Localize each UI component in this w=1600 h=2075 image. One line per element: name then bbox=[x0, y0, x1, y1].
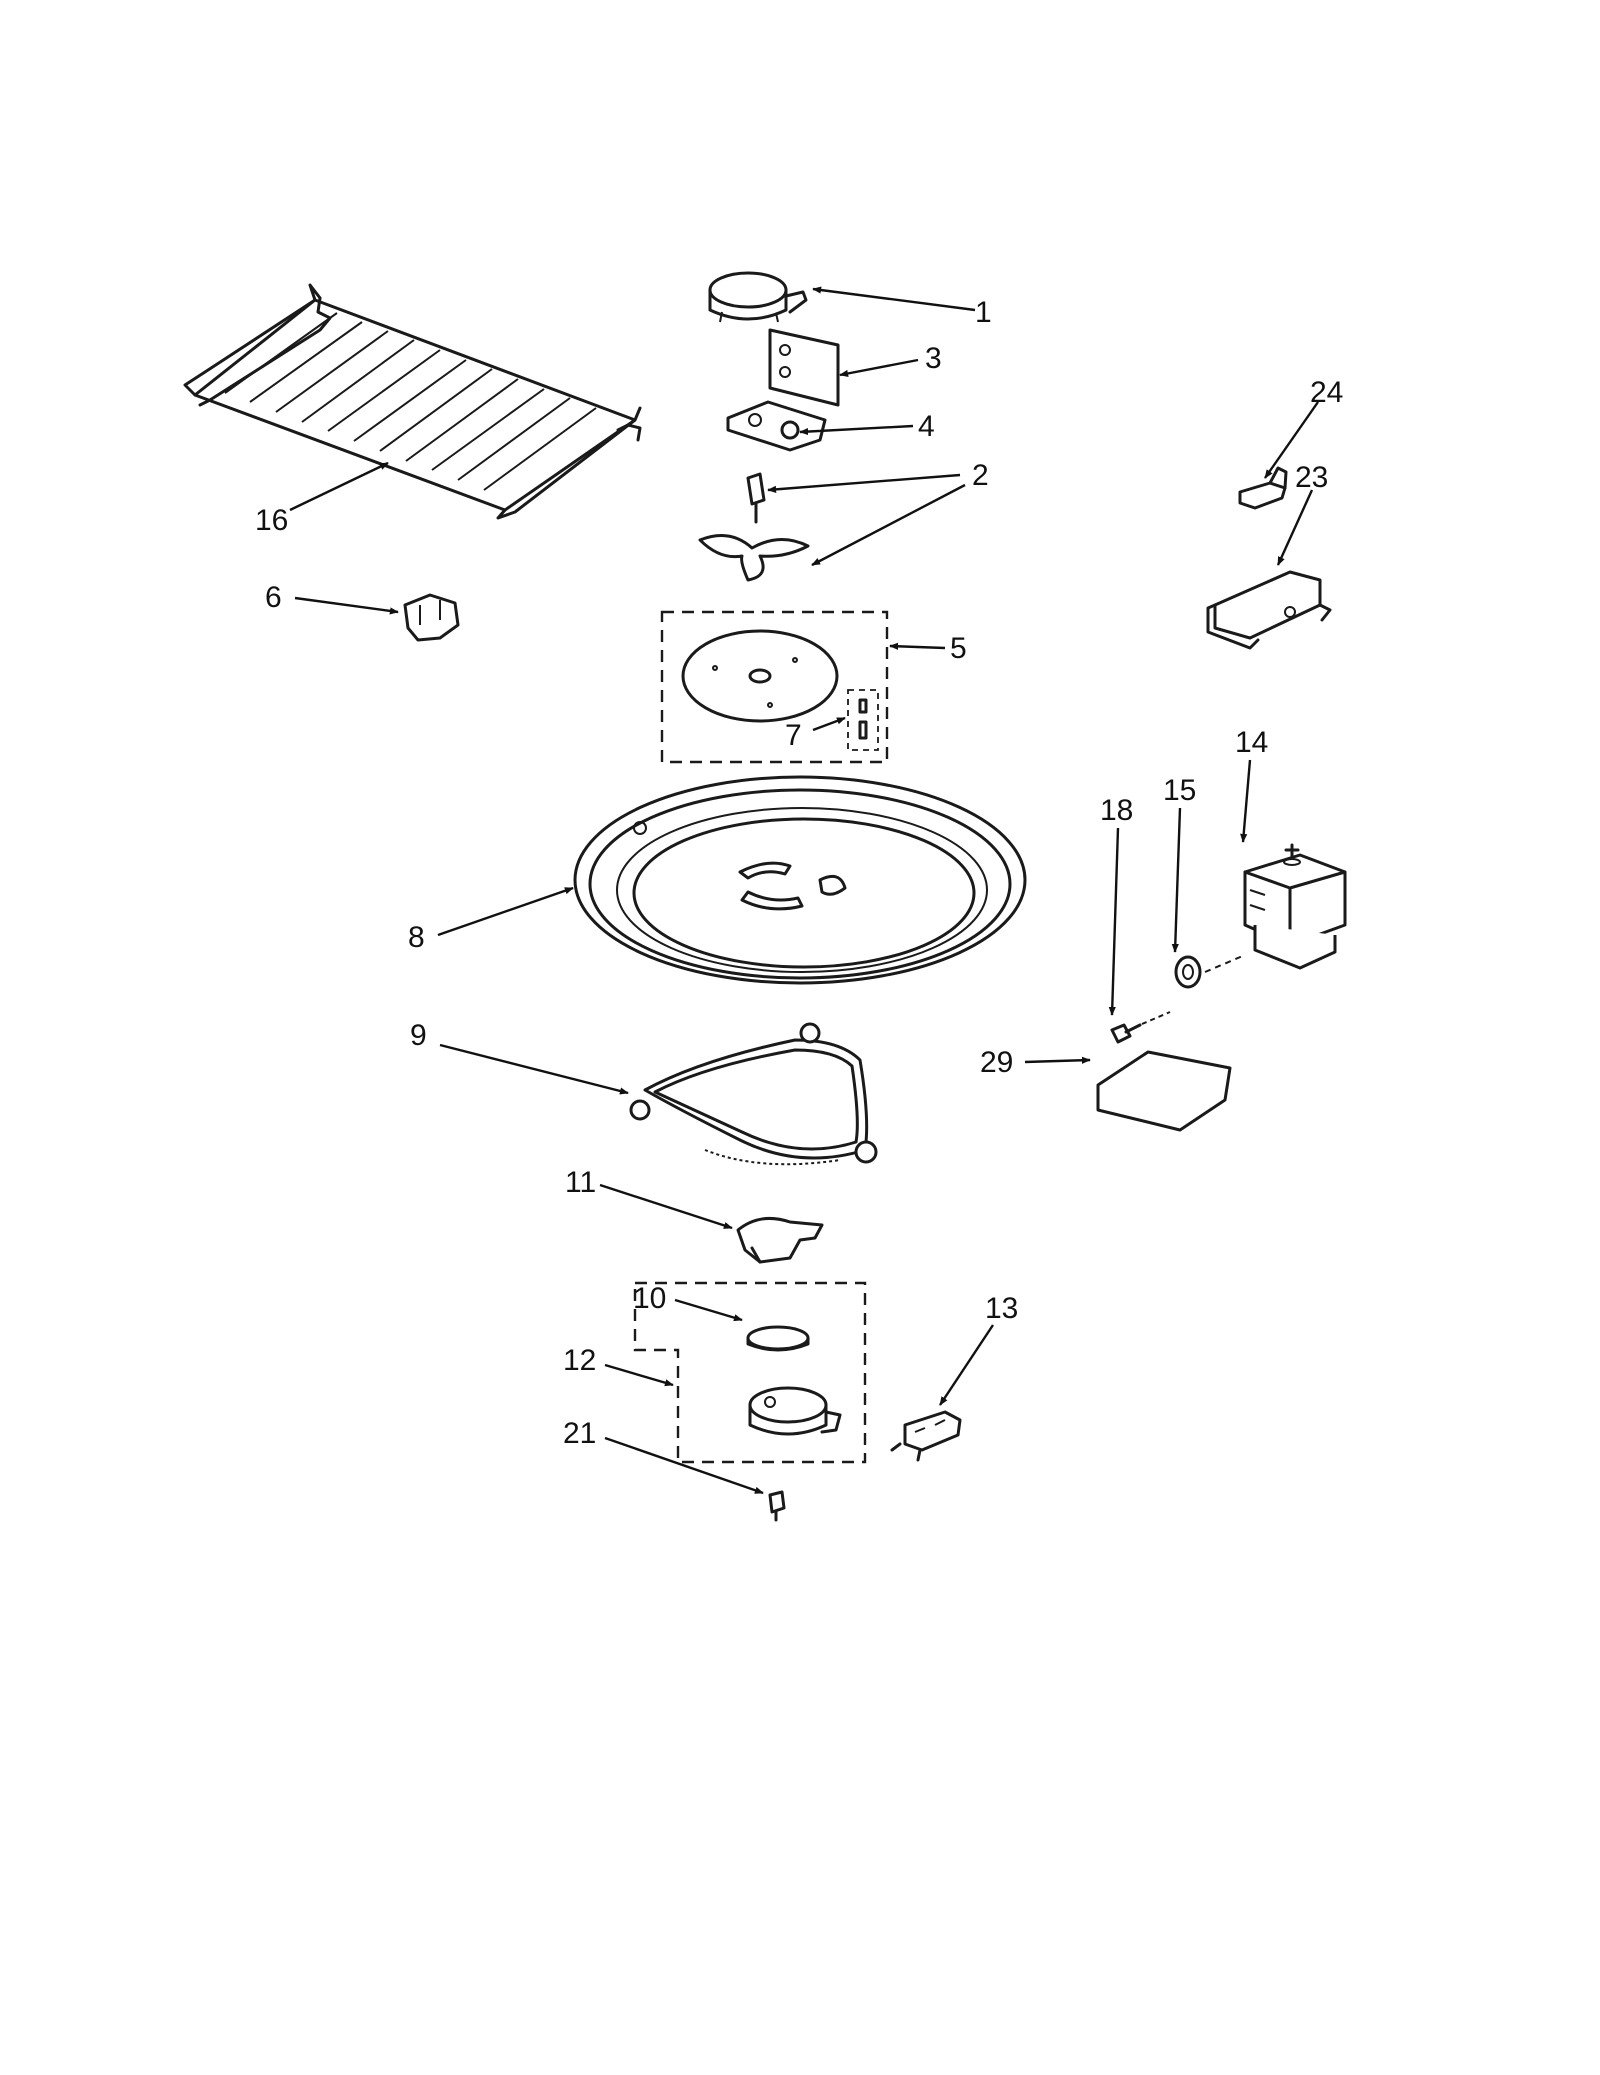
leader-9 bbox=[439, 1043, 629, 1095]
leader-1 bbox=[812, 286, 976, 312]
leader-18 bbox=[1108, 827, 1120, 1016]
part-24-clip-drawing bbox=[1238, 466, 1288, 510]
leader-8 bbox=[437, 886, 574, 937]
callout-24: 24 bbox=[1310, 376, 1343, 409]
callout-9: 9 bbox=[410, 1019, 427, 1052]
callout-10: 10 bbox=[633, 1282, 666, 1315]
callout-11: 11 bbox=[565, 1166, 596, 1199]
part-5-group-box bbox=[660, 610, 889, 764]
leader-15 bbox=[1171, 807, 1182, 953]
part-13-switch-drawing bbox=[890, 1410, 962, 1462]
part-7-group-box bbox=[847, 689, 879, 751]
part-2-shaft-fan-drawing bbox=[698, 472, 810, 582]
callout-8: 8 bbox=[408, 921, 425, 954]
callout-16: 16 bbox=[255, 504, 288, 537]
callout-21: 21 bbox=[563, 1417, 596, 1450]
part-9-roller-ring-drawing bbox=[629, 1022, 878, 1166]
leader-14 bbox=[1240, 759, 1252, 843]
leader-2a bbox=[767, 473, 961, 493]
leader-24 bbox=[1264, 401, 1319, 479]
callout-labels: 1 2 3 4 5 6 7 8 9 10 11 12 13 14 15 16 1… bbox=[255, 296, 1343, 1450]
leader-21 bbox=[604, 1436, 764, 1495]
part-10-disc-drawing bbox=[746, 1325, 810, 1352]
part-12-group-box bbox=[633, 1281, 867, 1464]
leader-4 bbox=[799, 424, 914, 436]
callout-3: 3 bbox=[925, 342, 942, 375]
callout-1: 1 bbox=[975, 296, 992, 329]
part-8-tray-drawing bbox=[573, 775, 1027, 985]
callout-12: 12 bbox=[563, 1344, 596, 1377]
leader-5 bbox=[889, 642, 946, 650]
part-6-clip-drawing bbox=[403, 593, 460, 642]
part-23-bracket-drawing bbox=[1206, 570, 1332, 650]
part-21-screw-drawing bbox=[768, 1490, 786, 1522]
part-18-screw-drawing bbox=[1110, 1011, 1171, 1044]
part-3-plate-drawing bbox=[768, 328, 840, 407]
leader-7 bbox=[812, 716, 846, 732]
leader-11 bbox=[599, 1183, 733, 1230]
callout-15: 15 bbox=[1163, 774, 1196, 807]
leader-23 bbox=[1276, 489, 1314, 566]
part-15-gasket-drawing bbox=[1174, 954, 1246, 989]
callout-23: 23 bbox=[1295, 461, 1328, 494]
callout-13: 13 bbox=[985, 1292, 1018, 1325]
part-16-rack-drawing bbox=[183, 283, 642, 520]
callout-6: 6 bbox=[265, 581, 282, 614]
leader-16 bbox=[289, 461, 389, 512]
leader-10 bbox=[674, 1298, 743, 1322]
callout-2: 2 bbox=[972, 459, 989, 492]
callout-4: 4 bbox=[918, 410, 935, 443]
part-11-coupler-drawing bbox=[736, 1216, 824, 1264]
part-1-motor-drawing bbox=[708, 271, 808, 323]
part-4-bracket-drawing bbox=[726, 400, 827, 452]
callout-14: 14 bbox=[1235, 726, 1268, 759]
leader-29 bbox=[1024, 1056, 1091, 1064]
part-12-motor-drawing bbox=[748, 1386, 842, 1436]
leader-13 bbox=[938, 1324, 995, 1406]
leader-3 bbox=[839, 358, 919, 378]
leader-2b bbox=[811, 483, 966, 567]
callout-29: 29 bbox=[980, 1046, 1013, 1079]
callout-5: 5 bbox=[950, 632, 967, 665]
leader-12 bbox=[604, 1363, 674, 1387]
leader-lines bbox=[289, 286, 1319, 1495]
part-7-screws-drawing bbox=[858, 698, 868, 740]
callout-18: 18 bbox=[1100, 794, 1133, 827]
part-29-pad-drawing bbox=[1096, 1050, 1232, 1132]
part-5-plate-drawing bbox=[681, 629, 839, 723]
callout-7: 7 bbox=[785, 719, 802, 752]
leader-6 bbox=[294, 596, 399, 615]
part-14-magnetron-drawing bbox=[1243, 843, 1347, 970]
